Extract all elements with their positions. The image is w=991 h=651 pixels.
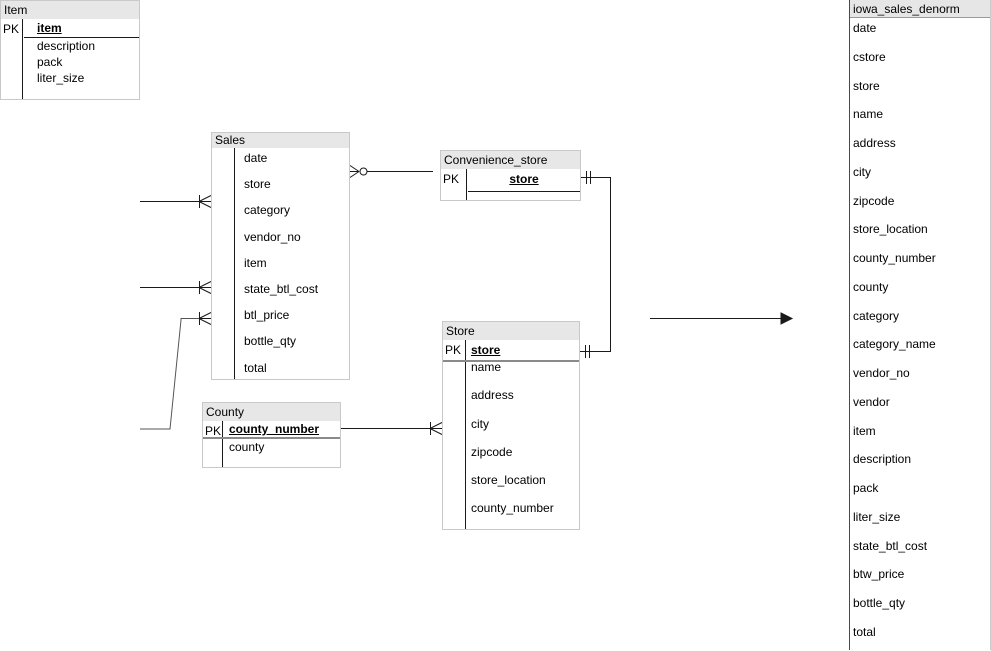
denorm-field: item	[853, 423, 876, 438]
denorm-field: vendor	[853, 394, 890, 409]
entity-title: County	[203, 403, 340, 421]
field-row: city	[471, 416, 489, 431]
denorm-field: zipcode	[853, 193, 895, 208]
pk-field: item	[37, 21, 62, 35]
one-one-ticks-icon	[586, 171, 591, 184]
entity-title: Convenience_store	[441, 151, 580, 169]
crow-foot-icon	[198, 195, 212, 208]
field-row: bottle_qty	[244, 334, 297, 349]
crow-foot-icon	[349, 165, 360, 178]
pk-field: store	[471, 343, 501, 357]
field-row: state_btl_cost	[244, 281, 319, 296]
field-row: btl_price	[244, 308, 290, 323]
crow-foot-icon	[429, 422, 443, 435]
entity-title: Sales	[212, 133, 349, 148]
field-row: date	[244, 151, 268, 165]
denorm-field: county	[853, 279, 889, 294]
field-row: pack	[37, 55, 63, 69]
pk-separator	[443, 360, 579, 362]
entity-sales[interactable]: Sales date store category vendor_no item…	[211, 132, 350, 380]
field-row: vendor_no	[244, 229, 301, 244]
field-row: total	[244, 360, 267, 375]
entity-county[interactable]: County PK county_number county	[202, 402, 341, 468]
denorm-field: date	[853, 21, 877, 35]
arrowhead-icon	[780, 312, 794, 325]
field-row: category	[244, 203, 291, 218]
pk-field-row: store	[468, 169, 580, 192]
pk-field-row: store	[467, 340, 579, 360]
entity-store[interactable]: Store PK store name address city zipcode…	[442, 321, 580, 530]
denorm-field: liter_size	[853, 509, 901, 524]
crow-foot-icon	[198, 281, 212, 294]
denorm-field: address	[853, 136, 896, 150]
relationship-sales-convenience-store	[349, 165, 433, 178]
field-row: name	[471, 360, 502, 374]
field-row: county	[229, 440, 265, 454]
pk-cell: PK	[1, 19, 23, 99]
denorm-field: bottle_qty	[853, 596, 906, 610]
denorm-field: name	[853, 107, 884, 122]
entity-title: Item	[1, 1, 139, 19]
pk-cell: PK	[441, 169, 467, 200]
field-row: liter_size	[37, 71, 85, 85]
field-row: item	[244, 255, 267, 270]
relationship-convenience-store-store	[580, 171, 611, 358]
field-row: zipcode	[471, 444, 513, 459]
relationship-category-sales	[140, 195, 212, 208]
pk-field: store	[509, 172, 539, 186]
denorm-table[interactable]: iowa_sales_denorm date cstore store name…	[849, 0, 991, 650]
crow-foot-icon	[198, 312, 212, 325]
denorm-field: store	[853, 78, 880, 93]
field-row: store	[244, 177, 271, 192]
relationship-vendor-sales	[140, 281, 212, 294]
pk-cell: PK	[443, 340, 466, 529]
denorm-field: total	[853, 624, 876, 639]
pk-field: county_number	[229, 422, 320, 436]
field-row: address	[471, 388, 514, 403]
denorm-field: category	[853, 308, 900, 323]
denorm-field: btw_price	[853, 567, 905, 582]
pk-field-row: item	[24, 19, 139, 38]
entity-title: Store	[443, 322, 579, 340]
pk-cell	[212, 148, 235, 379]
field-row: store_location	[471, 473, 546, 488]
one-one-ticks-icon	[585, 345, 590, 358]
zero-circle-icon	[359, 167, 368, 176]
denorm-field: pack	[853, 481, 879, 495]
entity-convenience-store[interactable]: Convenience_store PK store	[440, 150, 581, 201]
denorm-title: iowa_sales_denorm	[850, 0, 990, 18]
field-row: county_number	[471, 501, 554, 516]
denorm-field: cstore	[853, 49, 886, 64]
denorm-field: state_btl_cost	[853, 538, 928, 553]
pk-separator	[203, 437, 340, 439]
relationship-county-store	[341, 422, 443, 435]
pk-field-row: county_number	[224, 421, 340, 437]
field-row: description	[37, 39, 96, 53]
denorm-field: county_number	[853, 251, 936, 265]
denorm-field: store_location	[853, 222, 928, 237]
entity-item[interactable]: Item PK item description pack liter_size	[0, 0, 140, 100]
transform-arrow	[650, 312, 794, 325]
pk-cell: PK	[203, 421, 223, 467]
denorm-field: vendor_no	[853, 366, 910, 380]
relationship-item-sales	[140, 312, 212, 430]
denorm-field: city	[853, 164, 871, 179]
denorm-field: description	[853, 452, 912, 467]
denorm-field: category_name	[853, 337, 936, 352]
